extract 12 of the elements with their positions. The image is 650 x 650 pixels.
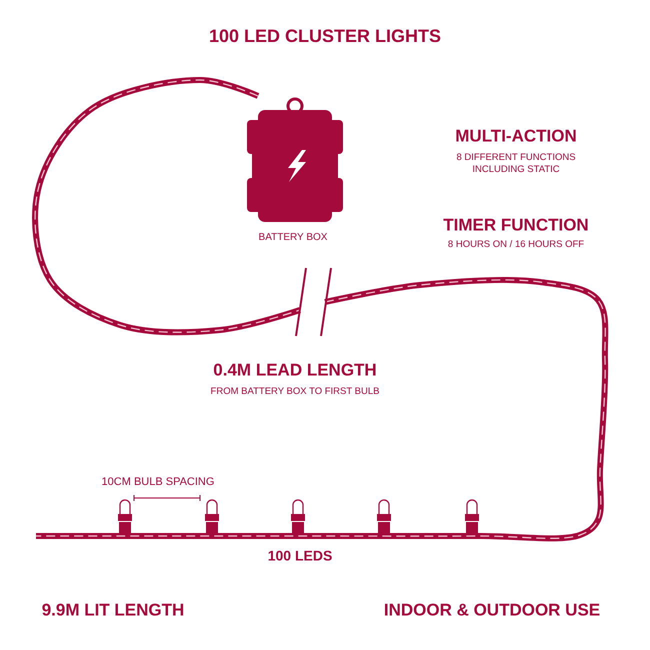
feature-heading: 9.9M LIT LENGTH <box>40 599 186 621</box>
title: 100 LED CLUSTER LIGHTS <box>208 24 442 48</box>
feature-heading: INDOOR & OUTDOOR USE <box>382 599 602 621</box>
feature-note: FROM BATTERY BOX TO FIRST BULB <box>210 386 380 398</box>
feature-heading: MULTI-ACTION <box>454 125 578 147</box>
feature-heading: 0.4M LEAD LENGTH <box>212 359 378 381</box>
part-label: 100 LEDS <box>266 547 334 565</box>
feature-note: 8 HOURS ON / 16 HOURS OFF <box>446 239 586 251</box>
dimension-label: 10CM BULB SPACING <box>100 476 216 490</box>
part-label: BATTERY BOX <box>258 232 328 244</box>
feature-note: 8 DIFFERENT FUNCTIONS INCLUDING STATIC <box>455 152 577 176</box>
feature-heading: TIMER FUNCTION <box>442 214 590 236</box>
